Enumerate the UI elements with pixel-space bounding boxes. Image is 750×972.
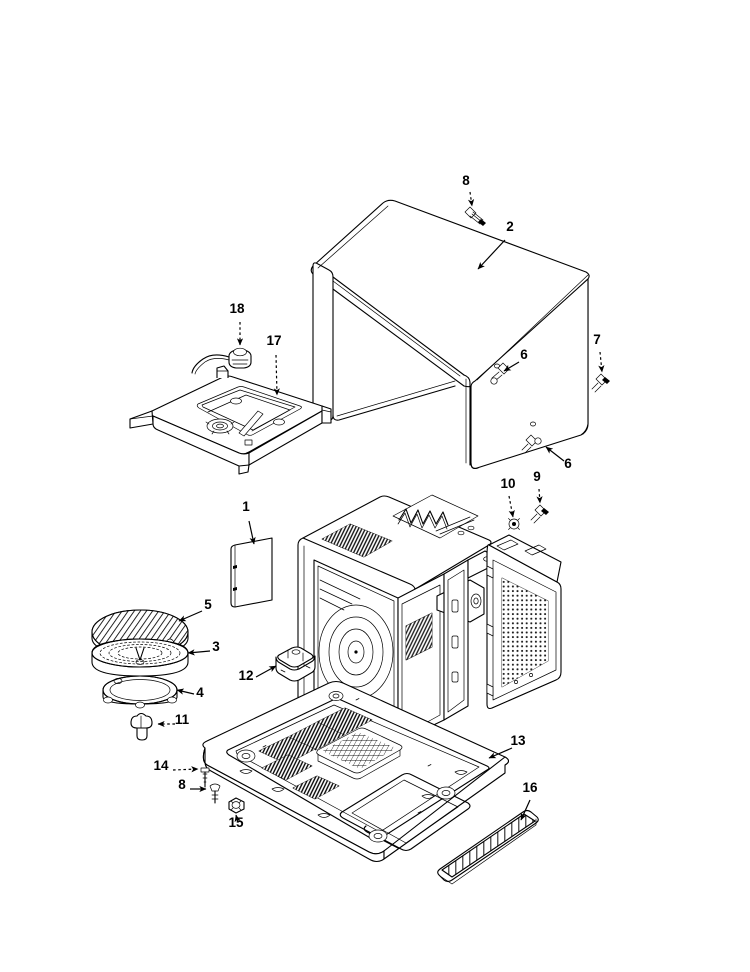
part-cabinet-wrapper [310, 199, 590, 469]
callout-label-1: 1 [242, 499, 250, 514]
callout-label-6b: 6 [564, 456, 572, 471]
callout-label-6a: 6 [520, 347, 528, 362]
hardware-screw-14 [200, 767, 210, 788]
part-base-plate [202, 680, 510, 863]
callout-label-10: 10 [500, 476, 515, 491]
callout-label-3: 3 [212, 639, 220, 654]
base-vent-louvers [258, 707, 373, 800]
callout-label-16: 16 [522, 780, 538, 795]
callout-label-14: 14 [153, 758, 169, 773]
callout-label-8b: 8 [178, 777, 186, 792]
hardware-screw-8b [209, 783, 221, 804]
callout-label-2: 2 [506, 219, 514, 234]
part-turntable-motor [275, 646, 316, 682]
callout-label-12: 12 [238, 668, 253, 683]
callout-label-8a: 8 [462, 173, 470, 188]
part-top-cover-panel [129, 365, 332, 475]
callout-label-13: 13 [510, 733, 526, 748]
callout-label-17: 17 [266, 333, 281, 348]
hardware-nut-15 [228, 797, 245, 814]
part-turntable-coupler [130, 712, 153, 741]
callout-label-18: 18 [229, 301, 245, 316]
callout-label-9: 9 [533, 469, 541, 484]
hardware-washer-10 [508, 518, 520, 530]
callout-label-5: 5 [204, 597, 212, 612]
callout-label-15: 15 [228, 815, 244, 830]
part-base-trim-strip [437, 809, 539, 885]
hardware-screw-9 [530, 504, 549, 524]
callout-label-4: 4 [196, 685, 204, 700]
callout-label-11: 11 [175, 712, 190, 727]
callout-leaders [157, 191, 605, 823]
part-turntable-glass-tray [91, 638, 189, 677]
hardware-screw-7 [591, 373, 610, 393]
part-waveguide-cover [230, 537, 273, 608]
part-antenna-cap [191, 347, 252, 375]
hardware-screw-8a [464, 206, 486, 226]
hardware-screw-6b [521, 434, 542, 454]
callout-label-7: 7 [593, 332, 601, 347]
